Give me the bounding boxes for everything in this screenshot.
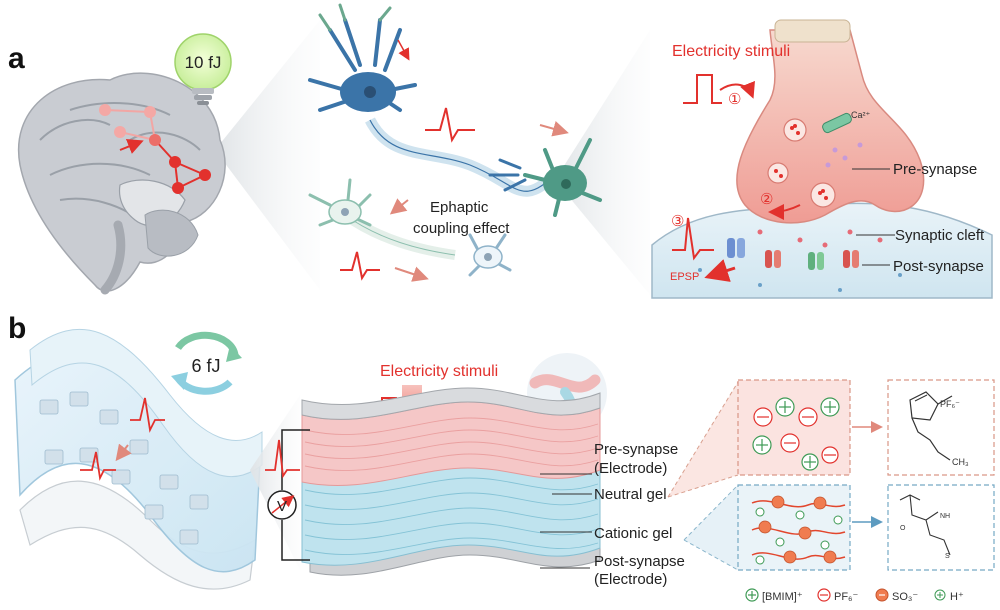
bmim-structure-box [887,379,995,476]
ephaptic-arrow [389,198,409,215]
pre-synapse-label-a: Pre-synapse [893,161,977,178]
svg-text:O: O [900,525,906,532]
neuron-lower-right [468,233,512,277]
pf6-structure-label: PF₆⁻ [940,399,960,409]
spike-top [425,107,475,143]
pre-synapse-label-b: Pre-synapse [594,441,678,458]
step-2-marker: ② [760,191,773,208]
neuron-right [488,138,602,217]
pf6-legend-label: PF₆⁻ [834,591,858,603]
zoom-fan-cationic [684,485,738,570]
ephaptic-label-line2: coupling effect [413,220,510,237]
epsp-label: EPSP [670,271,699,283]
bulb-icon [174,33,232,105]
neuron-top [308,3,417,112]
h-legend-label: H⁺ [950,591,964,603]
ephaptic-label-line1: Ephaptic [430,199,489,216]
bmim-legend-label: [BMIM]⁺ [762,591,803,603]
energy-label-a: 10 fJ [185,53,222,72]
step-1-marker: ① [728,91,741,108]
post-electrode-label: (Electrode) [594,571,667,588]
stimuli-label-a: Electricity stimuli [672,43,790,60]
ch3-label: CH₃ [952,457,969,467]
calcium-label: Ca²⁺ [851,110,871,120]
pre-electrode-label: (Electrode) [594,460,667,477]
stimulus-pulse-a [683,74,722,104]
gel-stack-illustration [265,387,601,576]
voltmeter-label: V [277,498,287,515]
cycle-arrows-icon [171,331,242,395]
cationic-gel-zoom-box [737,484,851,571]
neutral-gel-zoom-box [737,379,851,476]
panel-b-letter: b [8,312,26,345]
sulfonate-structure-box: NH O S [887,484,995,571]
brain-illustration [17,72,226,295]
fan-neurons-to-synapse [555,30,650,295]
svg-text:NH: NH [940,513,950,520]
cationic-gel-label: Cationic gel [594,525,672,542]
ion-legend [745,588,946,602]
flexible-device-illustration [14,328,263,590]
so3-legend-label: SO₃⁻ [892,591,918,603]
svg-text:S: S [945,553,950,560]
panel-a-letter: a [8,42,25,75]
neurons-illustration [308,3,602,282]
post-synapse-label-b: Post-synapse [594,553,685,570]
fan-device-to-gel [250,395,300,570]
fan-brain-to-neurons [215,20,320,290]
synapse-illustration [651,19,993,299]
spike-bottom [340,251,380,281]
neuron-lower-left [308,178,372,227]
synaptic-cleft-label: Synaptic cleft [895,227,985,244]
step-3-marker: ③ [671,213,684,230]
stimuli-label-b: Electricity stimuli [380,363,498,380]
neutral-gel-label: Neutral gel [594,486,667,503]
post-synapse-label-a: Post-synapse [893,258,984,275]
energy-label-b: 6 fJ [191,356,220,376]
brain-network [99,104,211,194]
